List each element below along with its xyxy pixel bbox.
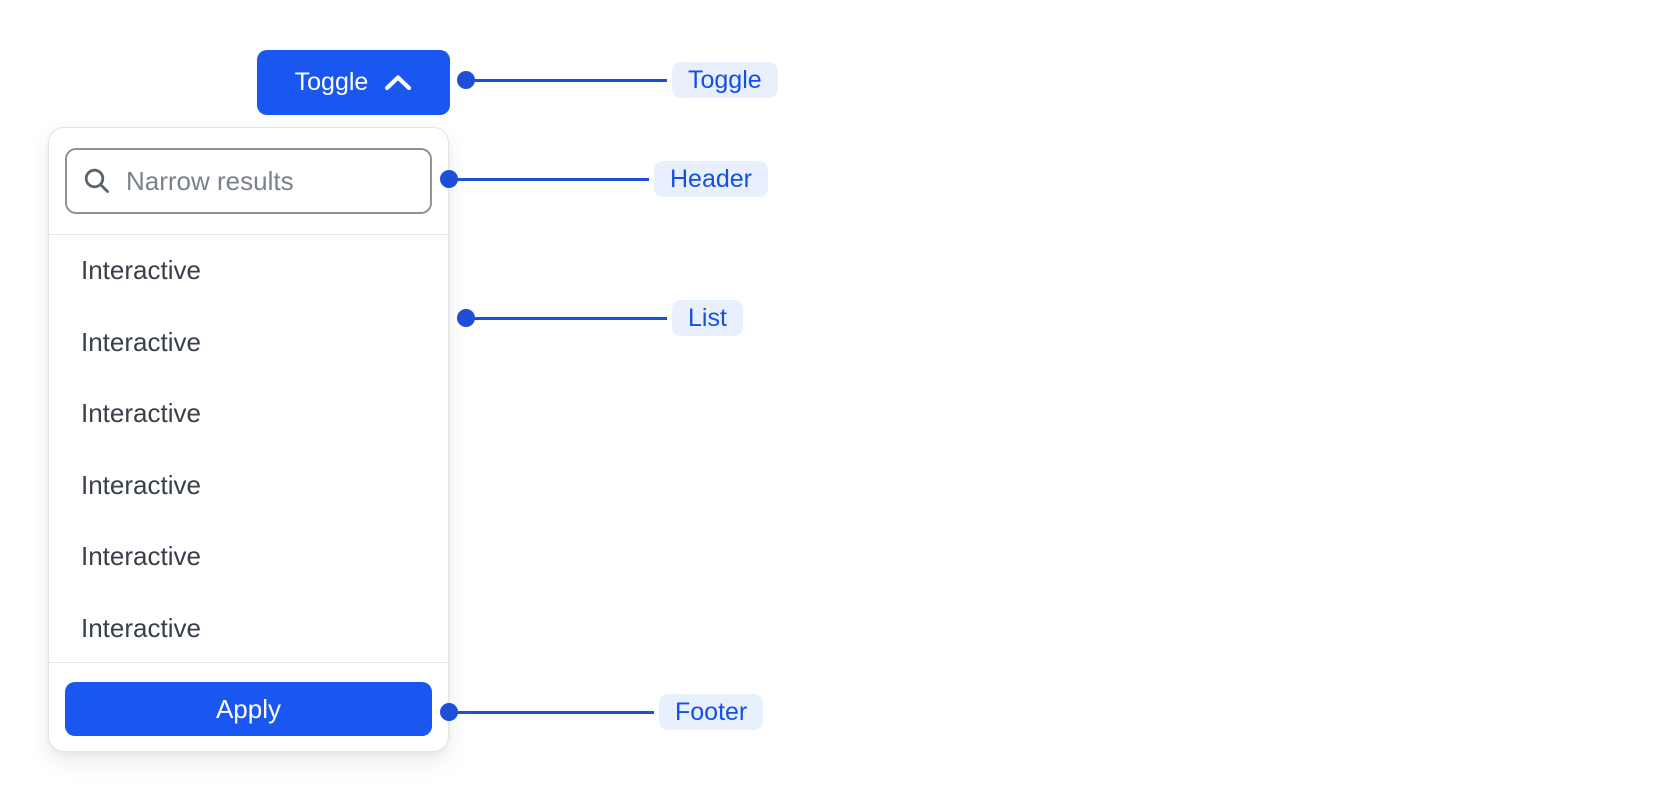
list-item[interactable]: Interactive (81, 326, 201, 357)
callout-header: Header (440, 161, 768, 197)
list-item[interactable]: Interactive (81, 612, 201, 643)
list-item[interactable]: Interactive (81, 398, 201, 429)
callout-line (474, 78, 667, 82)
callout-line (457, 710, 654, 714)
search-icon (83, 167, 111, 195)
callout-dot (457, 309, 475, 327)
apply-button[interactable]: Apply (65, 682, 432, 736)
callout-line (474, 316, 667, 320)
callout-toggle: Toggle (457, 62, 778, 98)
dropdown-footer: Apply (49, 662, 448, 751)
callout-label-header: Header (654, 161, 768, 197)
list-item[interactable]: Interactive (81, 469, 201, 500)
callout-list: List (457, 300, 743, 336)
dropdown-list: Interactive Interactive Interactive Inte… (49, 235, 448, 662)
callout-footer: Footer (440, 694, 764, 730)
callout-label-footer: Footer (659, 694, 764, 730)
search-input[interactable] (124, 164, 414, 198)
dropdown-header (49, 128, 448, 235)
list-item[interactable]: Interactive (81, 541, 201, 572)
list-item[interactable]: Interactive (81, 255, 201, 286)
callout-label-list: List (672, 300, 743, 336)
search-box[interactable] (65, 148, 432, 214)
callout-label-toggle: Toggle (672, 62, 778, 98)
callout-line (457, 177, 649, 181)
toggle-button-label: Toggle (294, 68, 369, 96)
toggle-button[interactable]: Toggle (257, 50, 450, 115)
callout-dot (457, 71, 475, 89)
dropdown-panel: Interactive Interactive Interactive Inte… (48, 127, 449, 752)
chevron-up-icon (384, 74, 412, 91)
